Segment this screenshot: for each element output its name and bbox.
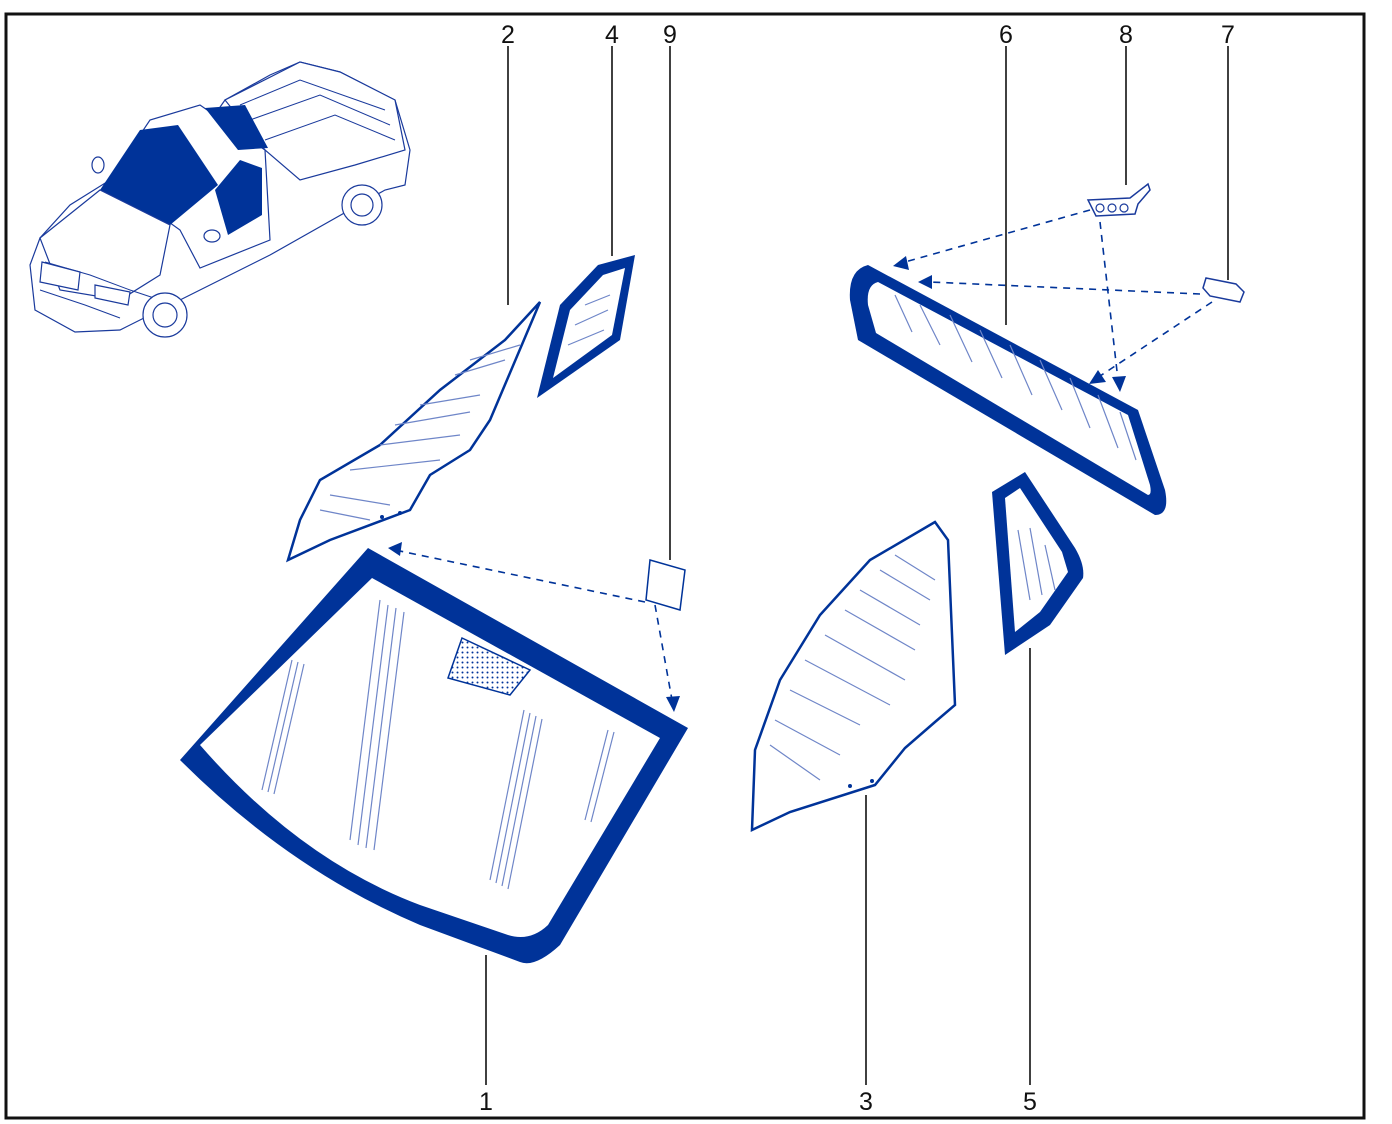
thumb-rear-window: [205, 105, 268, 150]
vehicle-thumbnail: [29, 61, 411, 338]
thumb-windshield: [100, 125, 218, 225]
adhesive-pad-part: [388, 542, 686, 712]
front-door-glass-part: [285, 301, 542, 563]
callout-8: 8: [1119, 21, 1133, 49]
front-quarter-glass-part: [537, 255, 635, 398]
leader-lines: [485, 46, 1229, 1085]
callout-2: 2: [501, 21, 515, 49]
spacer-block-part: [918, 275, 1245, 384]
windshield-part: [180, 548, 688, 964]
callout-7: 7: [1221, 21, 1235, 49]
sensor-patch: [447, 636, 532, 696]
rear-quarter-glass-part: [992, 472, 1084, 655]
callout-6: 6: [999, 21, 1013, 49]
callout-1: 1: [479, 1088, 493, 1116]
callout-3: 3: [859, 1088, 873, 1116]
callout-9: 9: [663, 21, 677, 49]
callout-4: 4: [605, 21, 619, 49]
callout-5: 5: [1023, 1088, 1037, 1116]
thumb-side-window: [215, 160, 262, 235]
clip-part: [893, 182, 1151, 392]
rear-window-part: [849, 265, 1167, 515]
rear-door-glass-part: [750, 520, 957, 833]
frame-border: [4, 12, 1366, 1120]
